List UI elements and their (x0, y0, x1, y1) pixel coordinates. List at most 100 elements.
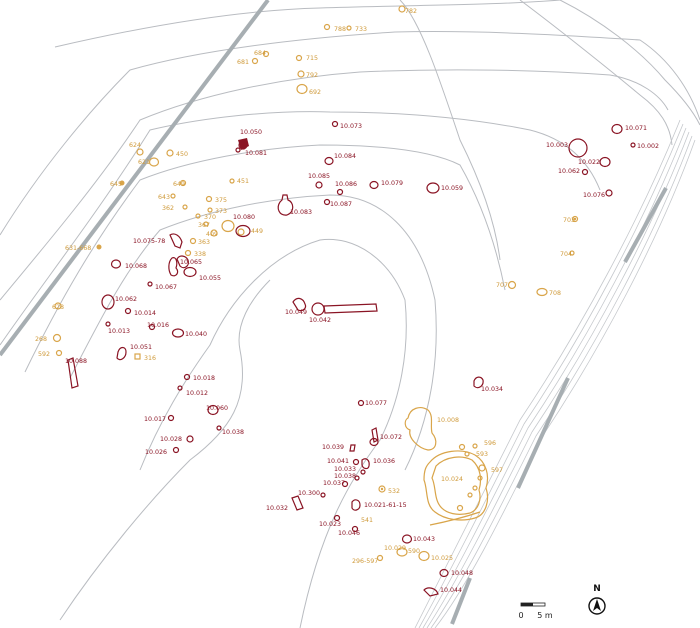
label-316: 316 (144, 355, 156, 362)
label-451: 451 (237, 178, 249, 185)
label-10-080: 10.080 (233, 214, 255, 221)
label-10-062b: 10.002 (637, 143, 659, 150)
feature-labels: 782 788 733 684 681 715 792 692 10.050 1… (35, 8, 659, 594)
label-10-038a: 10.038 (222, 429, 244, 436)
label-10-076: 10.076 (583, 192, 605, 199)
label-10-003: 10.003 (546, 142, 568, 149)
label-10-079: 10.079 (381, 180, 403, 187)
label-10-050: 10.050 (240, 129, 262, 136)
label-532: 532 (388, 488, 400, 495)
label-715: 715 (306, 55, 318, 62)
label-10-037: 10.037 (323, 480, 345, 487)
label-692: 692 (309, 89, 321, 96)
label-10-087: 10.087 (330, 201, 352, 208)
north-label: N (593, 584, 601, 594)
label-704: 704 (560, 251, 572, 258)
label-449: 449 (251, 228, 263, 235)
north-arrow-icon: N (588, 584, 606, 615)
label-10-008: 10.008 (437, 417, 459, 424)
label-590: 590 (408, 548, 420, 555)
label-624: 624 (129, 142, 141, 149)
scale-bar: 0 5 m (518, 602, 553, 620)
label-10-022: 10.062 (558, 168, 580, 175)
scale-length: 5 m (537, 611, 553, 620)
label-593: 593 (476, 451, 488, 458)
label-373: 373 (215, 208, 227, 215)
label-10-017: 10.017 (144, 416, 166, 423)
label-10-081: 10.081 (245, 150, 267, 157)
label-10-033: 10.033 (334, 466, 356, 473)
label-10-002: 10.022 (578, 159, 600, 166)
label-10-024: 10.024 (441, 476, 463, 483)
label-10-012: 10.012 (186, 390, 208, 397)
label-645: 645 (110, 181, 122, 188)
label-10-048: 10.048 (451, 570, 473, 577)
label-703: 703 (563, 217, 575, 224)
label-10-062a: 10.062 (115, 296, 137, 303)
label-10-300: 10.300 (298, 490, 320, 497)
label-10-026: 10.026 (145, 449, 167, 456)
label-643: 643 (158, 194, 170, 201)
label-362: 362 (162, 205, 174, 212)
label-10-073: 10.073 (340, 123, 362, 130)
label-10-023: 10.023 (319, 521, 341, 528)
label-10-060: 10.060 (206, 405, 228, 412)
orange-features (52, 5, 579, 562)
label-10-032: 10.032 (266, 505, 288, 512)
label-10-046: 10.046 (338, 530, 360, 537)
label-596: 596 (484, 440, 496, 447)
label-621: 621 (138, 159, 150, 166)
rail-lines (414, 119, 696, 628)
label-10-051: 10.051 (130, 344, 152, 351)
label-10-075-78: 10.075-78 (133, 238, 165, 245)
label-10-071: 10.071 (625, 125, 647, 132)
label-733: 733 (355, 26, 367, 33)
label-363: 363 (198, 239, 210, 246)
label-10-044: 10.044 (440, 587, 462, 594)
label-10-084: 10.084 (334, 153, 356, 160)
red-features (67, 120, 636, 597)
label-10-072: 10.072 (380, 434, 402, 441)
label-10-025: 10.025 (431, 555, 453, 562)
label-10-065: 10.065 (180, 259, 202, 266)
label-10-018: 10.018 (193, 375, 215, 382)
label-649: 649 (173, 181, 185, 188)
label-681: 681 (237, 59, 249, 66)
label-10-039: 10.039 (322, 444, 344, 451)
scale-zero: 0 (518, 611, 523, 620)
label-10-016: 10.016 (147, 322, 169, 329)
label-597: 597 (491, 467, 503, 474)
label-10-029: 10.029 (384, 545, 406, 552)
label-592: 592 (38, 351, 50, 358)
label-10-086: 10.086 (335, 181, 357, 188)
label-10-043: 10.043 (413, 536, 435, 543)
label-10-040: 10.040 (185, 331, 207, 338)
label-788: 788 (334, 26, 346, 33)
label-268: 268 (35, 336, 47, 343)
label-296-597: 296-597 (352, 558, 378, 565)
label-10-049: 10.049 (285, 309, 307, 316)
label-10-021-61-15: 10.021-61-15 (364, 502, 407, 509)
label-684: 684 (254, 50, 266, 57)
label-10-088: 10.088 (65, 358, 87, 365)
label-10-055: 10.055 (199, 275, 221, 282)
label-10-038b: 10.038 (334, 473, 356, 480)
label-10-028: 10.028 (160, 436, 182, 443)
label-10-042: 10.042 (309, 317, 331, 324)
label-782: 782 (405, 8, 417, 15)
label-375: 375 (215, 197, 227, 204)
label-10-077: 10.077 (365, 400, 387, 407)
label-10-034: 10.034 (481, 386, 503, 393)
label-10-059: 10.059 (441, 185, 463, 192)
grey-bars (0, 0, 668, 625)
label-10-036: 10.036 (373, 458, 395, 465)
label-792: 792 (306, 72, 318, 79)
label-628: 628 (52, 304, 64, 311)
label-10-085: 10.085 (308, 173, 330, 180)
label-541: 541 (361, 517, 373, 524)
label-370: 370 (204, 214, 216, 221)
label-367: 367 (198, 222, 210, 229)
label-707: 707 (496, 282, 508, 289)
